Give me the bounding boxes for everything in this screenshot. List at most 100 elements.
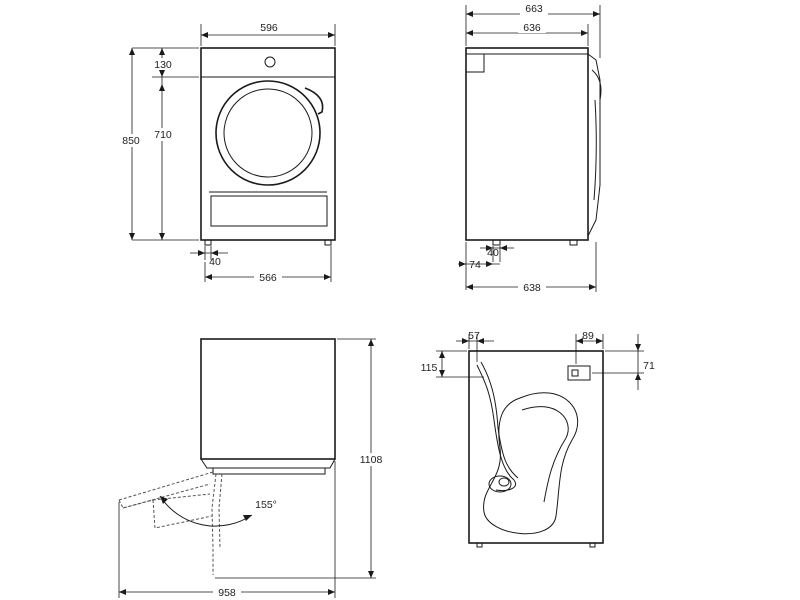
label-bg [518,281,546,293]
arrowhead [159,48,165,55]
arrowhead [486,261,493,267]
side-door-handle-icon [591,69,602,101]
front-view: 596 850 130 710 40 5 [118,21,336,284]
arrowhead [159,70,165,77]
arrowhead [459,261,466,267]
dim-label-control-panel-height: 130 [154,59,172,71]
arrowhead [486,245,493,251]
door-angle-arc [159,495,253,527]
condenser-duct-inner-line [521,406,569,503]
dim-label-rear-left-offset: 57 [468,330,480,342]
dim-label-side-depth-base: 638 [523,282,541,294]
drain-outlet-icon [571,369,579,377]
dim-label-front-foot-offset: 40 [209,256,221,268]
dim-label-side-foot-inner: 40 [487,247,499,259]
rear-cabinet-outline [468,350,604,544]
arrowhead [466,11,473,17]
dim-label-front-height-total: 850 [122,135,140,147]
label-bg [520,3,548,15]
door-ring-outer [215,80,321,186]
arrowhead [439,351,445,358]
rear-vent-box [465,53,485,73]
drain-hose-end [488,475,512,493]
arrowhead [243,515,252,521]
arrowhead [581,30,588,36]
label-bg [118,134,144,147]
door-open-panel [118,499,213,529]
condenser-duct-outline [483,392,579,535]
dim-label-side-depth-total: 663 [525,3,543,15]
arrowhead [328,589,335,595]
door-open-inner-edge [122,483,211,509]
dim-label-rear-right-offset: 89 [582,330,594,342]
dim-label-front-width-top: 596 [260,22,278,34]
arrowhead [466,284,473,290]
arrowhead [129,48,135,55]
door-open-outer-edge [118,471,214,501]
dim-label-side-foot-outer: 74 [469,259,481,271]
label-bg [213,586,241,598]
label-bg [150,58,176,70]
front-left-foot [204,239,212,246]
front-cabinet-outline [200,47,336,241]
arrowhead [328,32,335,38]
arrowhead [500,245,507,251]
top-view-door-hinge-strip [200,458,336,469]
arrowhead [368,571,374,578]
dim-label-side-depth-body: 636 [523,22,541,34]
rear-left-foot [476,542,483,548]
dim-label-total-depth-open: 958 [218,587,236,599]
dim-label-rear-right-height: 71 [643,360,655,372]
program-knob-icon [264,56,276,68]
arrowhead [159,233,165,240]
arrowhead [635,373,641,380]
side-cabinet-outline [465,47,589,241]
side-rear-foot [569,239,578,246]
label-bg [150,128,176,141]
drain-outlet-box [567,365,591,381]
door-swing-line-inner [218,473,223,549]
dim-label-body-height: 710 [154,129,172,141]
arrowhead [368,339,374,346]
arrowhead [462,338,469,344]
door-open-handle [152,493,211,501]
drain-hose [476,364,516,491]
arrowhead [593,11,600,17]
arrowhead [477,338,484,344]
rear-right-foot [589,542,596,548]
label-bg [354,453,388,466]
door-opening-angle-label: 155° [255,499,277,511]
arrowhead [160,496,168,504]
door-swing-line [211,473,217,575]
arrowhead [198,250,205,256]
arrowhead [576,338,583,344]
door-handle-icon [304,87,324,115]
side-door-bulge [593,99,597,201]
drain-hose-inner [480,361,519,479]
filter-panel [210,195,328,227]
arrowhead [205,274,212,280]
label-bg [518,21,546,33]
top-view-door-closed [212,467,326,475]
dim-label-front-width-bottom: 566 [259,272,277,284]
arrowhead [129,233,135,240]
dim-label-rear-left-height: 115 [421,362,438,374]
arrowhead [201,32,208,38]
arrowhead [324,274,331,280]
door-glass [223,88,313,178]
arrowhead [159,84,165,91]
side-door-profile [587,53,601,237]
label-bg [254,271,282,283]
rear-view: 57 89 115 71 [421,330,655,548]
arrowhead [466,30,473,36]
drain-hose-clip [498,477,510,487]
side-front-foot [492,239,501,246]
arrowhead [119,589,126,595]
arrowhead [596,338,603,344]
side-view: 663 636 40 74 638 [458,3,602,294]
arrowhead [439,370,445,377]
front-right-foot [324,239,332,246]
top-view-cabinet-outline [200,338,336,460]
dim-label-total-height-open: 1108 [360,454,383,466]
